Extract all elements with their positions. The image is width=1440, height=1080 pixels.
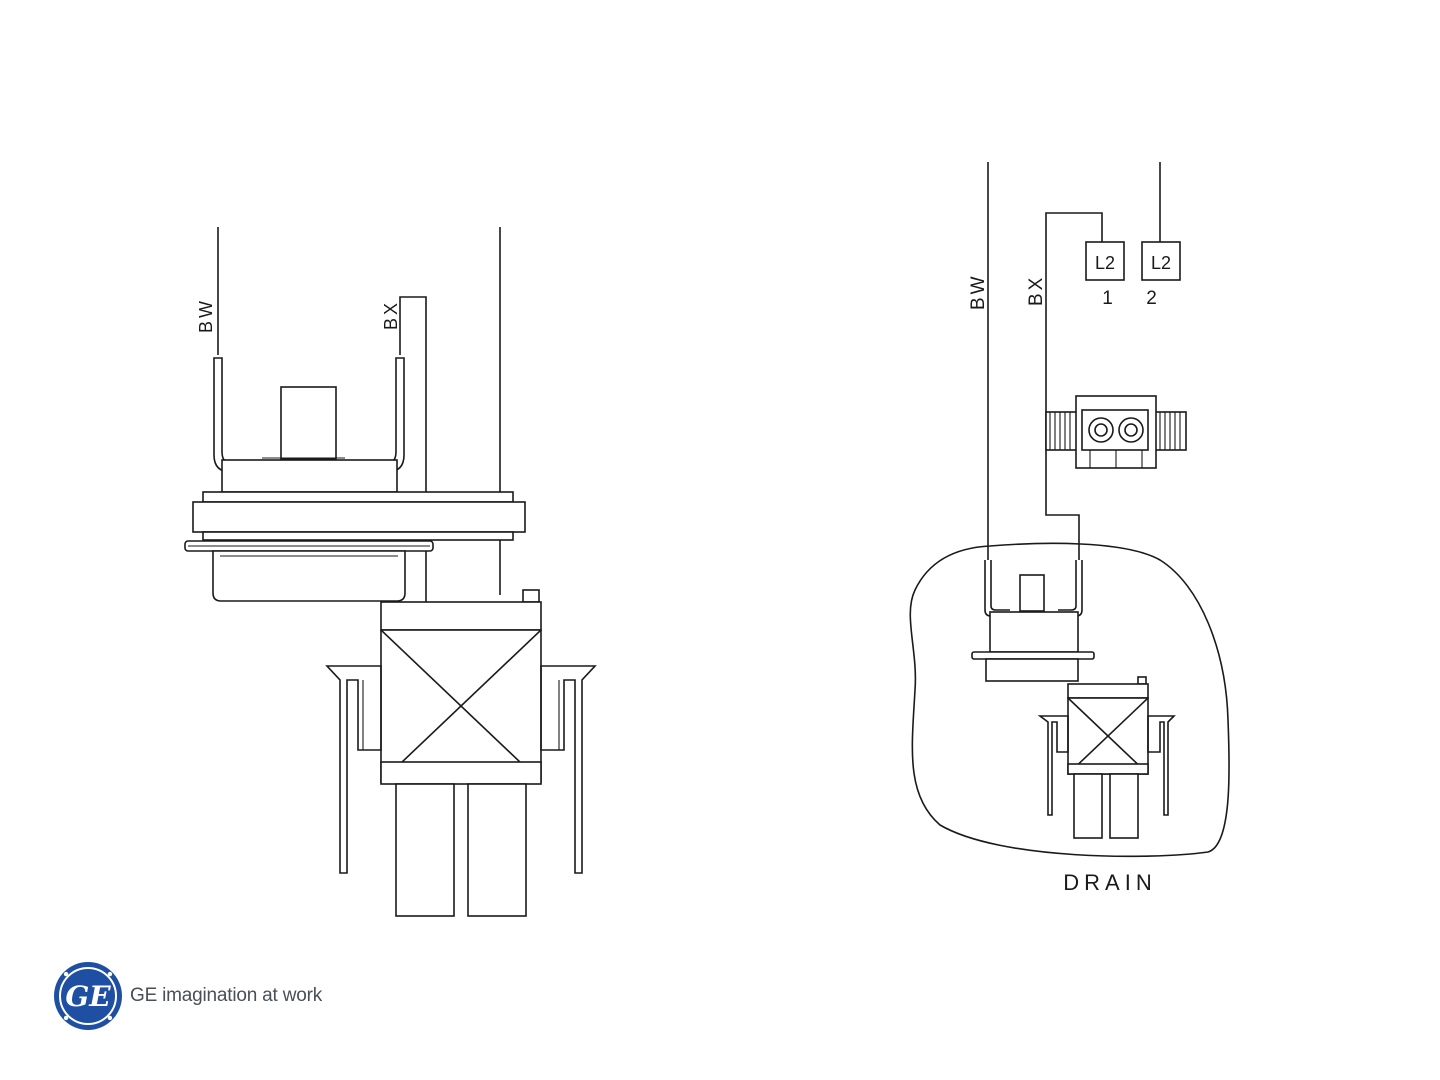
mini-switch-cap [1020,575,1044,611]
mini-bracket-right [1148,716,1174,815]
terminal-box-1-number: 1 [1102,288,1116,309]
right-bx-label: BX [1026,275,1047,306]
logo-scallop [108,972,112,976]
left-bw-label: BW [196,298,216,333]
left-bracket-left [327,666,381,873]
mini-switch-body [990,612,1078,652]
left-connector-neck [381,762,541,784]
ge-monogram: GE [65,980,111,1013]
right-bw-label: BW [968,273,989,310]
terminal-box-1-label: L2 [1095,253,1115,273]
left-main-flange [193,502,525,532]
ge-logo: GE [54,962,122,1030]
left-bracket-right [541,666,595,873]
left-lower-cup [213,551,405,601]
logo-scallop [108,1016,112,1020]
left-diagram: BW BX [185,227,595,916]
left-terminal-blade-2 [468,784,526,916]
left-bx-label: BX [381,300,401,330]
logo-scallop [64,1016,68,1020]
terminal-box-2-number: 2 [1146,288,1160,309]
ge-tagline: GE imagination at work [130,985,322,1007]
mini-valve-top [1068,684,1148,698]
logo-scallop [64,972,68,976]
mini-bracket-left [1040,716,1068,815]
left-switch-cap [281,387,336,459]
left-terminal-blade-1 [396,784,454,916]
left-terminal-right [345,358,404,472]
left-terminal-left [214,358,262,472]
left-top-flange [203,492,513,502]
mini-switch-gasket [972,652,1094,659]
left-switch-body [222,460,397,492]
mini-blade-1 [1074,774,1102,838]
right-diagram: BW BX L2 1 L2 2 [910,162,1229,895]
mini-blade-2 [1110,774,1138,838]
terminal-box-2-label: L2 [1151,253,1171,273]
drain-label: DRAIN [1063,870,1156,895]
connector-plug [1046,396,1186,468]
left-valve-top [381,602,541,630]
